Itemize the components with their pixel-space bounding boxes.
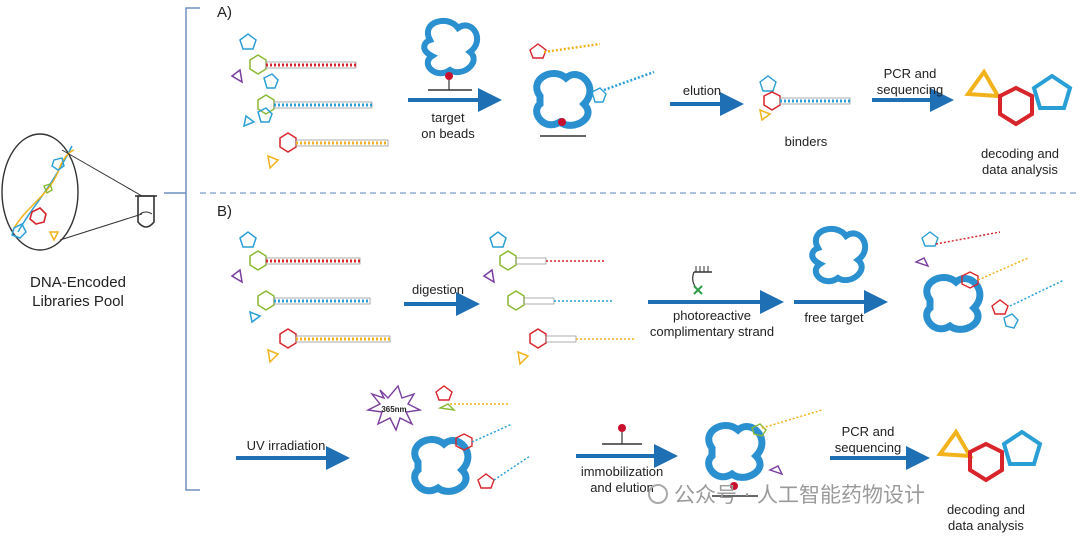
panel-b-crosslinked-complex bbox=[411, 385, 531, 495]
panel-b-step-decoding-line2: data analysis bbox=[948, 518, 1024, 533]
panel-b-step-immobilization-line1: immobilization bbox=[581, 464, 663, 479]
panel-a-step-target-line2: on beads bbox=[421, 126, 475, 141]
bead-anchor-icon bbox=[602, 424, 642, 445]
panel-b-step-decoding-line1: decoding and bbox=[947, 502, 1025, 517]
library-pool: DNA-Encoded Libraries Pool bbox=[1, 133, 157, 310]
test-tube-icon bbox=[135, 195, 157, 228]
panel-a-binder bbox=[758, 75, 851, 122]
panel-b-decoded-structure bbox=[936, 428, 1043, 483]
panel-b-bound-complex bbox=[914, 231, 1065, 333]
panel-a-target-icon bbox=[421, 17, 480, 91]
panel-b-step-free-target: free target bbox=[804, 310, 864, 325]
panel-a-step-elution: elution bbox=[683, 83, 721, 98]
photoreactive-strand-icon bbox=[692, 266, 712, 295]
panel-b-step-pcr-line2: sequencing bbox=[835, 440, 902, 455]
panel-bracket bbox=[164, 7, 200, 491]
panel-b-step-photoreactive-line1: photoreactive bbox=[673, 308, 751, 323]
panel-a-decoded-structure bbox=[964, 68, 1073, 127]
panel-b-step-photoreactive-line2: complimentary strand bbox=[650, 324, 774, 339]
panel-a-step-pcr-line1: PCR and bbox=[884, 66, 937, 81]
watermark-text: 公众号 · 人工智能药物设计 bbox=[674, 483, 925, 507]
panel-a-step-binders: binders bbox=[785, 134, 828, 149]
panel-b-immobilized-complex bbox=[705, 409, 823, 497]
panel-b-free-target-icon bbox=[809, 225, 868, 285]
panel-b-label: B) bbox=[217, 203, 232, 220]
panel-b-step-pcr-line1: PCR and bbox=[842, 424, 895, 439]
watermark: 公众号 · 人工智能药物设计 bbox=[648, 483, 925, 507]
uv-burst-label: 365nm bbox=[381, 405, 406, 414]
pool-label-line2: Libraries Pool bbox=[32, 293, 124, 310]
panel-a-step-target-line1: target bbox=[431, 110, 465, 125]
panel-a-bound-complex bbox=[529, 42, 655, 137]
pool-label-line1: DNA-Encoded bbox=[30, 274, 126, 291]
panel-a-library bbox=[230, 33, 389, 170]
uv-burst-icon: 365nm bbox=[365, 384, 423, 432]
panel-a-step-decoding-line1: decoding and bbox=[981, 146, 1059, 161]
panel-b-step-immobilization-line2: and elution bbox=[590, 480, 654, 495]
panel-a-step-decoding-line2: data analysis bbox=[982, 162, 1058, 177]
panel-b-library bbox=[230, 231, 391, 364]
panel-a-label: A) bbox=[217, 4, 232, 21]
panel-b-step-uv: UV irradiation bbox=[247, 438, 326, 453]
panel-b-digested-library bbox=[482, 231, 634, 366]
panel-b-step-digestion: digestion bbox=[412, 282, 464, 297]
pool-dna-helix-icon bbox=[11, 145, 75, 242]
wechat-icon bbox=[648, 484, 668, 504]
panel-a-step-pcr-line2: sequencing bbox=[877, 82, 944, 97]
